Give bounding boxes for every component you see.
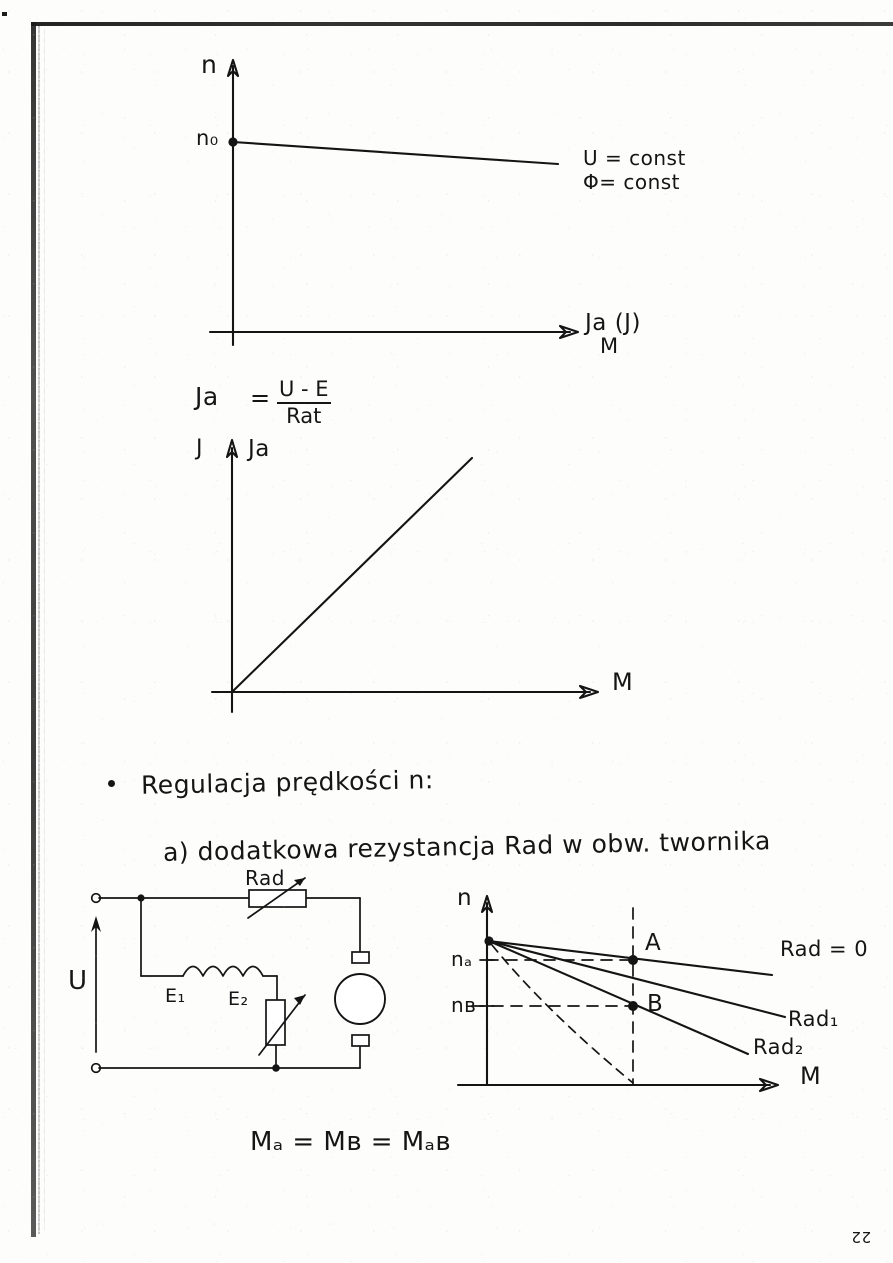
chart2-y-axis (225, 438, 239, 714)
chart3-curve-label-rad1: Rad₁ (788, 1007, 839, 1031)
added-resistor-label-Rad: Rad (245, 866, 285, 890)
chart3-y-axis (480, 894, 494, 1087)
scan-top-edge-artifact (31, 22, 893, 26)
scan-binding-edge (31, 22, 36, 1237)
chart3-tick-label-nA: nₐ (451, 947, 473, 971)
scan-corner-artifact (2, 12, 7, 16)
chart2-x-axis-label: M (612, 668, 634, 696)
chart1-curve-n-of-Ja (228, 137, 560, 166)
chart3-x-axis (456, 1077, 780, 1093)
chart3-curve-rad1 (487, 939, 787, 1019)
section-item-a: a) dodatkowa rezystancja Rad w obw. twor… (162, 826, 772, 867)
chart1-y-axis (226, 58, 240, 347)
chart1-annotation-phi-const: Φ= const (583, 170, 681, 194)
formula-Ja-lhs: Ja (195, 382, 219, 411)
chart2-curve-Ja-of-M (230, 456, 474, 694)
field-winding-branch (140, 897, 278, 1001)
supply-voltage-arrow (91, 916, 101, 1053)
fraction-bar (277, 402, 331, 405)
chart1-annotation-U-const: U = const (583, 146, 686, 170)
chart3-point-label-A: A (645, 930, 662, 956)
page-number: 22 (851, 1228, 872, 1246)
chart2-y-axis-label-J: J (196, 436, 203, 461)
chart1-n0-label: n₀ (196, 126, 219, 150)
chart1-x-axis (208, 324, 580, 340)
motor-armature-symbol (334, 951, 386, 1047)
formula-Ja-equals: = (250, 384, 271, 412)
chart3-steep-dashed-curve (491, 944, 634, 1084)
field-winding-label-E2: E₂ (228, 988, 249, 1010)
chart3-tick-label-nB: nʙ (451, 993, 477, 1017)
circuit-bottom-rail (90, 1044, 361, 1074)
bottom-equation-MA-MB-MAB: Mₐ = Mʙ = Mₐʙ (250, 1127, 451, 1157)
chart2-y-axis-label-Ja: Ja (248, 436, 270, 462)
chart3-curve-label-rad2: Rad₂ (753, 1035, 804, 1059)
chart3-curve-label-rad0: Rad = 0 (780, 937, 869, 961)
page-margin-line (44, 30, 45, 1230)
chart3-point-B-marker (628, 1001, 638, 1011)
field-rheostat-symbol (258, 994, 306, 1056)
supply-voltage-label-U: U (68, 966, 88, 996)
field-winding-label-E1: E₁ (165, 985, 186, 1007)
formula-denominator: Rat (286, 404, 322, 429)
chart3-point-label-B: B (647, 991, 664, 1017)
section-heading-regulacja: Regulacja prędkości n: (140, 765, 435, 800)
chart1-x-axis-label-M: M (600, 334, 619, 358)
formula-numerator: U - E (279, 377, 329, 401)
chart2-x-axis (210, 684, 600, 700)
chart3-y-axis-label: n (457, 885, 473, 911)
chart3-point-A-marker (628, 955, 638, 965)
chart1-x-axis-label: Ja (J) (585, 310, 641, 336)
scan-binding-edge-inner (38, 26, 40, 1234)
formula-Ja-fraction: U - E Rat (277, 378, 331, 427)
chart1-y-axis-label: n (201, 50, 218, 79)
circuit-top-rail (90, 892, 361, 904)
chart3-y-ticks (479, 959, 495, 1007)
added-resistor-Rad-symbol (247, 877, 307, 919)
bullet-marker (108, 780, 115, 787)
chart3-x-axis-label: M (800, 1062, 822, 1090)
